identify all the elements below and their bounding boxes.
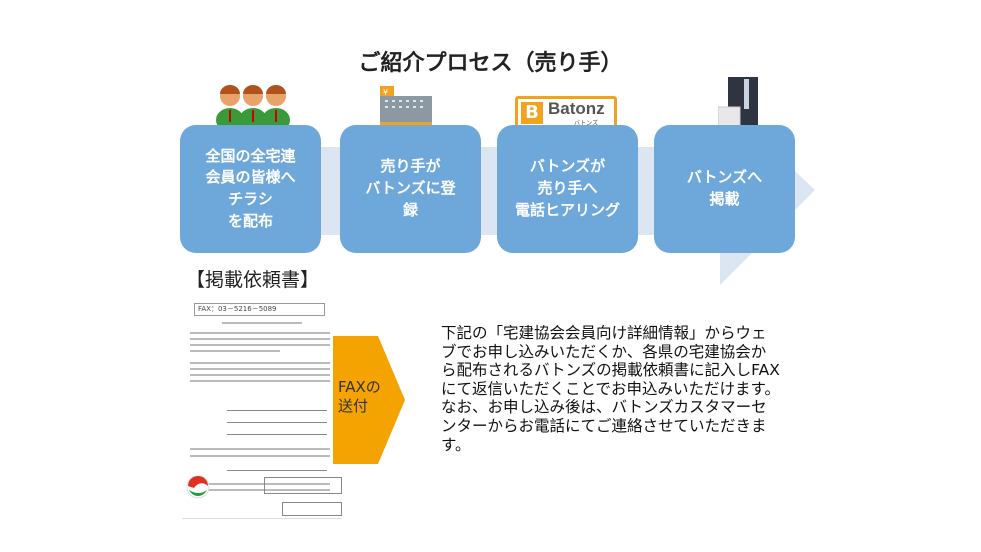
step-1-flyer: 全国の全宅連 会員の皆様へ チラシ を配布 (180, 125, 321, 253)
step-text: 電話ヒアリング (514, 200, 620, 219)
fax-send-text: FAXの (338, 378, 381, 396)
step-3-hearing: バトンズが 売り手へ 電話ヒアリング (497, 125, 638, 253)
step-4-listing: バトンズへ 掲載 (654, 125, 795, 253)
batonz-logo-mark: B (521, 102, 543, 124)
step-2-register: 売り手が バトンズに登 録 (340, 125, 481, 253)
step-text: 売り手が (380, 157, 441, 176)
slide-title: ご紹介プロセス（売り手） (358, 51, 623, 76)
step-text: 会員の皆様へ (205, 168, 296, 187)
building-icon: ¥ (380, 86, 432, 132)
application-description: 下記の「宅建協会会員向け詳細情報」からウェブでお申し込みいただくか、各県の宅建協… (441, 324, 781, 454)
step-text: を配布 (227, 211, 273, 230)
fax-number: FAX：03－5216－5089 (194, 303, 325, 316)
step-text: バトンズに登 (365, 179, 456, 198)
step-text: 売り手へ (537, 179, 598, 198)
step-text: チラシ (228, 190, 273, 208)
fax-send-text: 送付 (338, 397, 369, 415)
description-paragraph: 下記の「宅建協会会員向け詳細情報」からウェブでお申し込みいただくか、各県の宅建協… (441, 324, 780, 398)
svg-text:¥: ¥ (383, 88, 388, 97)
batonz-logo-text: Batonz (548, 99, 605, 118)
description-paragraph: なお、お申し込み後は、バトンズカスタマーセンターからお電話にてご連絡させていただ… (441, 398, 767, 454)
association-logo (186, 475, 210, 499)
listing-request-form-image: FAX：03－5216－5089 (182, 298, 342, 519)
step-text: 録 (402, 200, 418, 219)
step-text: バトンズが (529, 157, 606, 176)
step-text: バトンズへ (686, 168, 763, 187)
fax-send-label: FAXの 送付 (338, 378, 381, 416)
step-text: 全国の全宅連 (205, 146, 296, 165)
fax-send-arrow (333, 336, 405, 464)
people-icon (216, 85, 290, 126)
step-text: 掲載 (709, 190, 740, 208)
document-label: 【掲載依頼書】 (186, 269, 320, 291)
batonz-logo-sub: バトンズ (574, 120, 599, 127)
